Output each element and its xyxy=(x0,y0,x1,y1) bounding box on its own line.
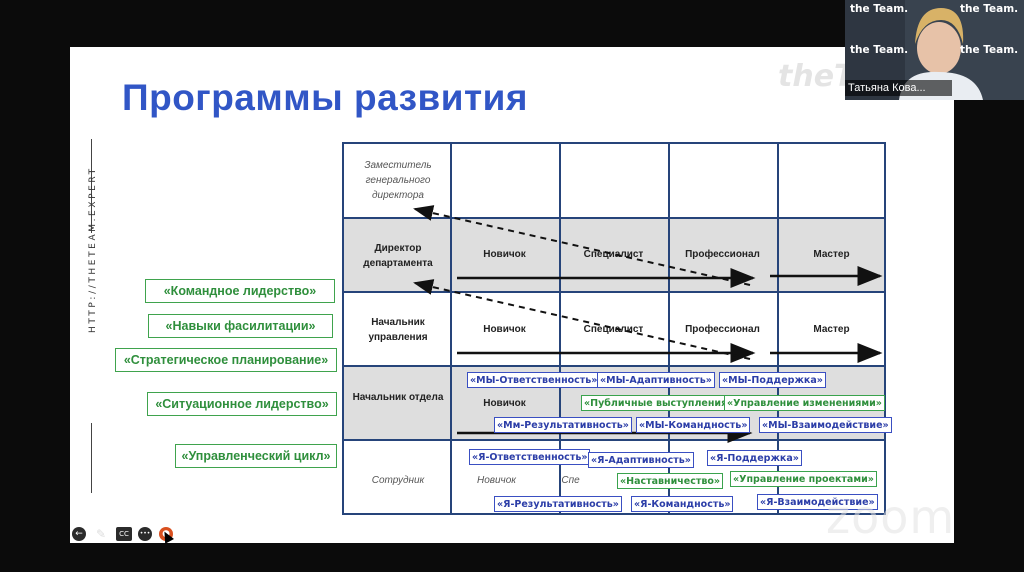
cell-label: Новичок xyxy=(476,475,517,486)
cell-label: Специалист xyxy=(583,249,644,260)
row-label: Сотрудник xyxy=(371,475,425,486)
grid-line xyxy=(344,217,884,219)
row-label: Заместитель генерального директора xyxy=(364,160,432,201)
competency-tag: «МЫ-Ответственность» xyxy=(467,372,601,388)
pen-icon[interactable]: ✎ xyxy=(95,527,107,541)
cc-icon[interactable]: CC xyxy=(116,527,132,541)
grid-line xyxy=(344,291,884,293)
competency-tag: «МЫ-Поддержка» xyxy=(719,372,826,388)
brand-logo: the Team. xyxy=(960,3,1019,15)
back-icon[interactable]: ← xyxy=(72,527,86,541)
competency-tag: «МЫ-Взаимодействие» xyxy=(759,417,892,433)
vertical-divider-top xyxy=(91,139,92,233)
brand-logo: the Team. xyxy=(960,44,1019,56)
participant-video[interactable]: the Team. the Team. the Team. the Team. … xyxy=(845,0,1024,100)
presentation-slide: Программы развития theT HTTP://THETEAM.E… xyxy=(70,47,954,543)
competency-tag: «Я-Результативность» xyxy=(494,496,622,512)
competency-tag: «Я-Поддержка» xyxy=(707,450,802,466)
competency-tag: «МЫ-Адаптивность» xyxy=(597,372,715,388)
program-box: «Стратегическое планирование» xyxy=(115,348,337,372)
program-box: «Навыки фасилитации» xyxy=(148,314,333,338)
competency-tag: «Публичные выступления» xyxy=(581,395,737,411)
competency-tag: «Я-Взаимодействие» xyxy=(757,494,878,510)
competency-tag: «Управление проектами» xyxy=(730,471,877,487)
brand-logo: the Team. xyxy=(850,44,909,56)
slide-title: Программы развития xyxy=(122,77,528,118)
cell-label: Профессионал xyxy=(685,324,760,335)
cell-label: Специалист xyxy=(583,324,644,335)
grid-line xyxy=(344,439,884,441)
competency-tag: «Наставничество» xyxy=(617,473,724,489)
program-box: «Ситуационное лидерство» xyxy=(147,392,337,416)
cell-label: Новичок xyxy=(483,398,526,409)
competency-tag: «Управление изменениями» xyxy=(724,395,885,411)
competency-tag: «Я-Адаптивность» xyxy=(588,452,694,468)
row-label: Начальник отдела xyxy=(352,392,444,403)
zoom-watermark: zoom xyxy=(826,490,956,544)
vertical-divider-bottom xyxy=(91,423,92,493)
competency-tag: «Я-Ответственность» xyxy=(469,449,591,465)
row-label: Начальник управления xyxy=(368,317,428,343)
program-box: «Управленческий цикл» xyxy=(175,444,337,468)
grid-line xyxy=(777,144,779,513)
brand-logo: the Team. xyxy=(850,3,909,15)
brand-watermark: theT xyxy=(778,59,855,94)
competency-tag: «Я-Командность» xyxy=(631,496,734,512)
program-box: «Командное лидерство» xyxy=(145,279,335,303)
cell-label: Мастер xyxy=(813,249,850,260)
competency-tag: «Мм-Результативность» xyxy=(494,417,632,433)
laser-pointer-icon[interactable]: ● xyxy=(159,527,173,541)
vertical-url-text: HTTP://THETEAM.EXPERT xyxy=(88,166,98,333)
participant-name-label: Татьяна Кова... xyxy=(845,80,952,96)
cell-label: Новичок xyxy=(483,249,526,260)
cell-label: Мастер xyxy=(813,324,850,335)
cell-label: Спе xyxy=(561,475,580,486)
cell-label: Новичок xyxy=(483,324,526,335)
cell-label: Профессионал xyxy=(685,249,760,260)
row-label: Директор департамента xyxy=(363,243,433,269)
grid-line xyxy=(344,365,884,367)
more-icon[interactable]: ••• xyxy=(138,527,152,541)
competency-tag: «МЫ-Командность» xyxy=(636,417,751,433)
